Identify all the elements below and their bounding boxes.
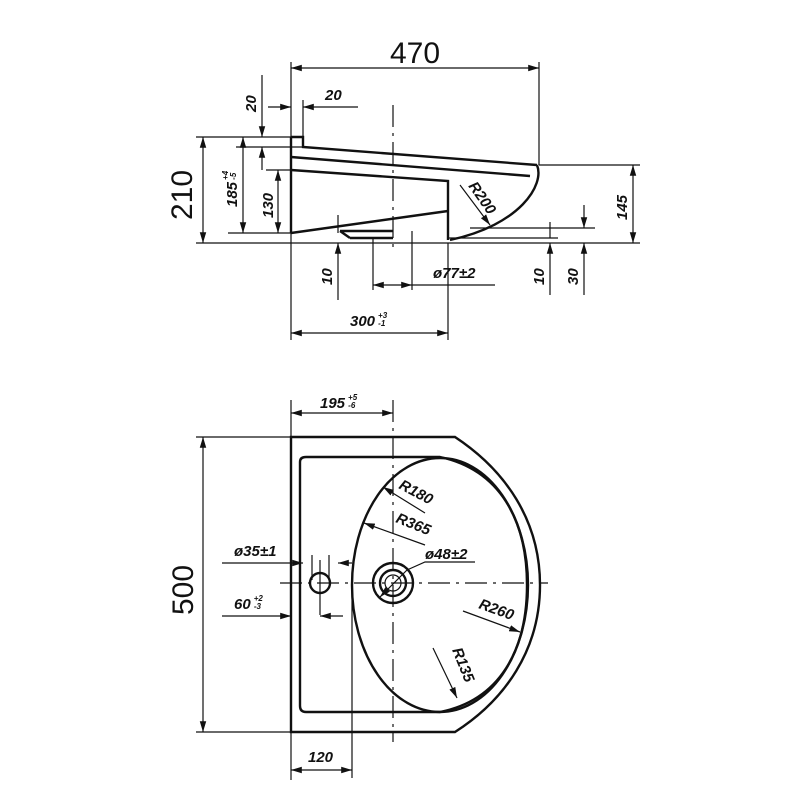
dim-lip-width: 20 [324, 87, 342, 104]
dim-tap-hole-offset: 60+2-3 [234, 594, 263, 613]
dim-offset-30: 30 [565, 268, 582, 285]
dim-radius-260: R260 [477, 596, 517, 624]
dim-front-height: 145 [614, 194, 631, 220]
dim-height-185: 185+4-5 [221, 170, 241, 207]
dim-drain-diameter: ø77±2 [433, 265, 476, 282]
dim-overall-length: 470 [390, 37, 440, 70]
dim-bottom-offset-left: 10 [319, 268, 336, 285]
side-profile [289, 105, 540, 248]
dim-drain-offset: 195+5-6 [320, 393, 358, 412]
dim-lip-height: 20 [243, 95, 260, 113]
dim-overall-width: 500 [167, 565, 200, 615]
bowl-outline [350, 456, 530, 714]
top-view: 195+5-6 500 R180 R365 ø35±1 ø48±2 60+2-3… [167, 393, 548, 780]
top-outline [280, 400, 548, 742]
dim-radius-365: R365 [394, 510, 434, 539]
dim-tap-hole-diameter: ø35±1 [234, 543, 276, 560]
dim-bowl-offset: 120 [308, 749, 334, 766]
dim-bottom-offset-right: 10 [531, 268, 548, 285]
dim-height-130: 130 [260, 192, 277, 218]
dim-radius-135: R135 [448, 645, 477, 685]
dim-overall-height: 210 [166, 170, 199, 220]
dim-drain-hole-diameter: ø48±2 [425, 546, 468, 563]
side-view: 470 20 20 210 185+4-5 130 10 ø77±2 10 30… [166, 37, 640, 340]
dim-drain-position: 300+3-1 [350, 311, 388, 330]
dim-radius-180: R180 [396, 477, 436, 509]
